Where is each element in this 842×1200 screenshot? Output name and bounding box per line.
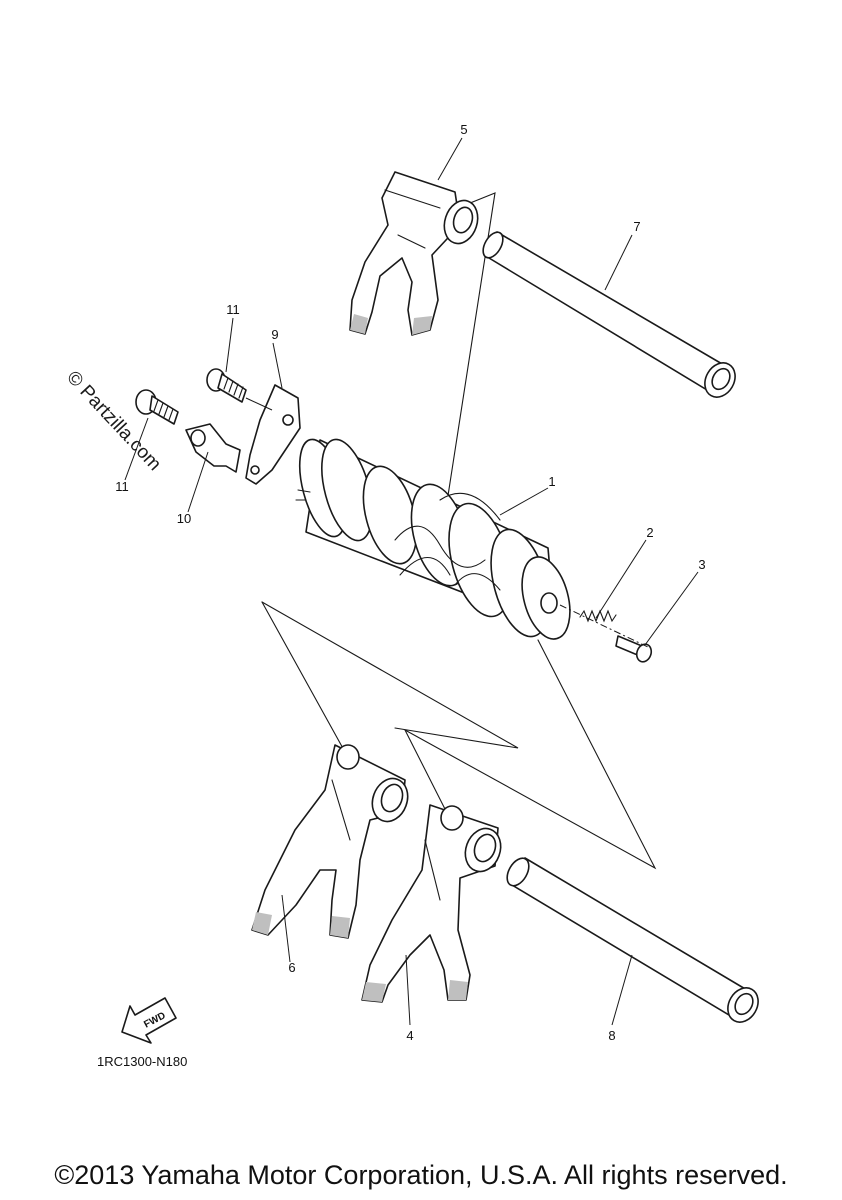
callout-9: 9 [271, 327, 278, 342]
callouts: 5 7 9 11 1 2 3 11 10 6 4 8 [115, 122, 705, 1043]
watermark: © Partzilla.com [62, 367, 165, 475]
spring-2[interactable] [579, 609, 617, 623]
callout-10: 10 [177, 511, 191, 526]
callout-1: 1 [548, 474, 555, 489]
shift-drum-1[interactable] [291, 434, 578, 644]
callout-11-lower: 11 [115, 479, 129, 494]
callout-3: 3 [698, 557, 705, 572]
fwd-arrow-icon: FWD [121, 997, 177, 1044]
shift-fork-5[interactable] [349, 171, 483, 336]
callout-6: 6 [288, 960, 295, 975]
callout-7: 7 [633, 219, 640, 234]
diagram-code: 1RC1300-N180 [97, 1054, 187, 1069]
reference-lines-lower [261, 601, 657, 870]
screw-11-lower[interactable] [135, 389, 179, 425]
shift-fork-4[interactable] [361, 804, 506, 1003]
copyright-notice: ©2013 Yamaha Motor Corporation, U.S.A. A… [54, 1160, 788, 1190]
callout-2: 2 [646, 525, 653, 540]
lever-10[interactable] [185, 423, 241, 473]
pin-3[interactable] [615, 635, 654, 664]
shift-fork-shaft-7[interactable] [479, 229, 741, 403]
callout-8: 8 [608, 1028, 615, 1043]
screw-axis-line [245, 397, 273, 411]
shift-fork-shaft-8[interactable] [503, 855, 764, 1028]
leader-lines [124, 137, 699, 1026]
plate-9[interactable] [245, 384, 301, 485]
drum-axis-line [559, 604, 651, 649]
callout-4: 4 [406, 1028, 413, 1043]
screw-11-upper[interactable] [206, 368, 247, 403]
callout-11-upper: 11 [226, 302, 240, 317]
callout-5: 5 [460, 122, 467, 137]
shift-fork-6[interactable] [251, 744, 413, 939]
